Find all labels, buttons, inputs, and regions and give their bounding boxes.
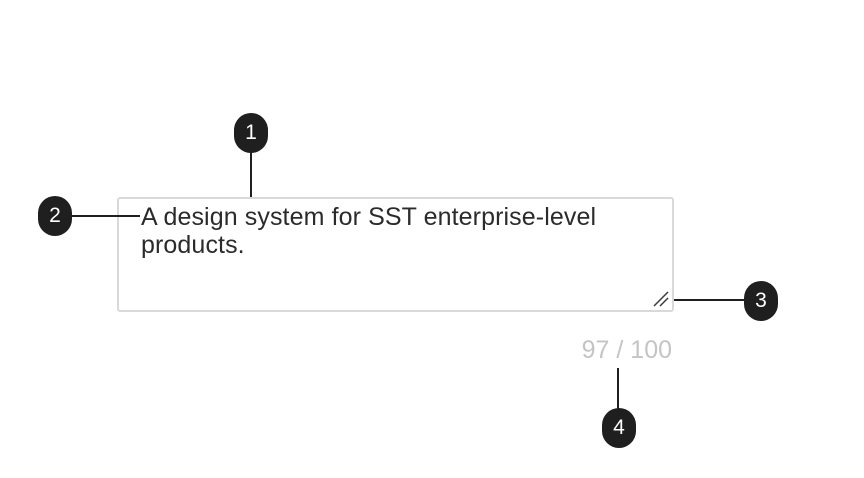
annotation-marker-3: 3 bbox=[744, 281, 778, 321]
textarea-value[interactable]: A design system for SST enterprise-level… bbox=[141, 203, 597, 259]
callout-line-4 bbox=[617, 368, 619, 409]
callout-line-1 bbox=[250, 152, 252, 197]
resize-handle-icon[interactable] bbox=[652, 290, 670, 308]
annotation-marker-1: 1 bbox=[234, 113, 268, 153]
annotation-marker-2: 2 bbox=[38, 196, 72, 236]
callout-line-3 bbox=[674, 299, 744, 301]
textarea[interactable]: A design system for SST enterprise-level… bbox=[117, 197, 674, 312]
character-counter: 97 / 100 bbox=[581, 336, 672, 364]
callout-line-2 bbox=[72, 215, 140, 217]
annotation-marker-4: 4 bbox=[602, 408, 636, 448]
